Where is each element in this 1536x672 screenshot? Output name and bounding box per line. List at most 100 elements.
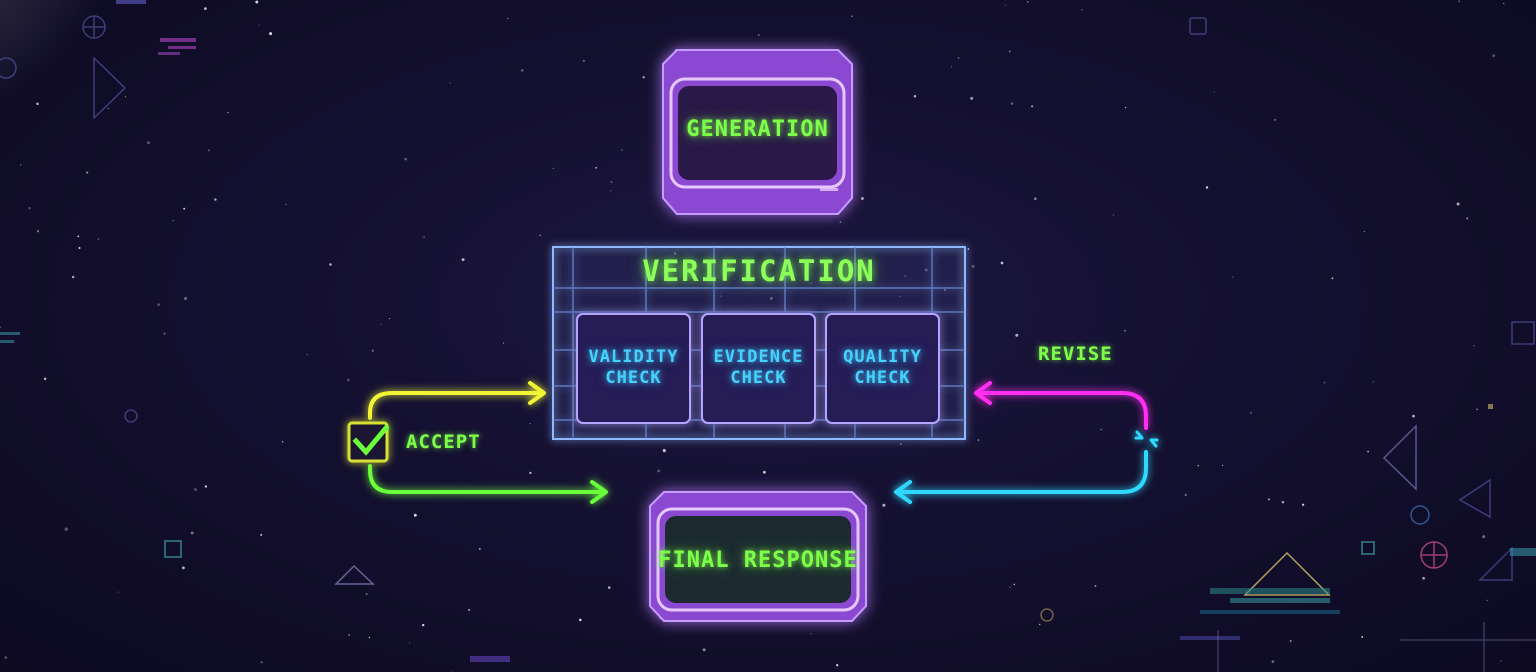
star-dot [810, 633, 812, 635]
star-dot [1422, 576, 1425, 580]
accept-check-icon [347, 421, 390, 463]
star-dot [1094, 585, 1097, 587]
star-dot [595, 166, 598, 169]
accept-arrow-bottom [368, 464, 608, 504]
star-dot [43, 377, 47, 381]
star-dot [1492, 54, 1496, 58]
star-dot [255, 0, 259, 4]
star-dot [702, 648, 706, 652]
star-dot [1482, 535, 1486, 539]
star-dot [329, 263, 332, 266]
star-dot [1081, 9, 1083, 11]
star-dot [107, 107, 109, 110]
star-dot [1274, 119, 1277, 121]
star-dot [281, 441, 284, 443]
star-dot [1009, 586, 1011, 589]
star-dot [1033, 197, 1037, 201]
star-dot [117, 591, 120, 593]
star-dot [1010, 102, 1014, 105]
star-dot [951, 66, 953, 68]
star-dot [1184, 493, 1188, 497]
validity-check-label: VALIDITY CHECK [588, 347, 679, 388]
star-dot [657, 469, 661, 473]
star-dot [194, 488, 197, 491]
star-dot [371, 349, 374, 352]
star-dot [913, 95, 917, 98]
star-dot [4, 656, 7, 659]
accept-arrow-top [368, 381, 546, 420]
star-dot [36, 102, 39, 106]
star-dot [1124, 106, 1127, 109]
star-dot [1213, 91, 1215, 93]
star-dot [1008, 50, 1011, 53]
star-dot [1205, 186, 1209, 189]
star-dot [1221, 464, 1224, 467]
star-dot [1112, 214, 1114, 216]
revise-label: REVISE [1038, 343, 1113, 365]
validity-check-box [576, 313, 691, 424]
star-dot [1000, 261, 1004, 265]
star-dot [839, 221, 841, 223]
star-dot [971, 264, 975, 268]
star-dot [1100, 428, 1102, 431]
star-dot [348, 634, 351, 636]
star-dot [1456, 202, 1460, 206]
star-dot [977, 439, 980, 441]
revise-arrow-bottom [894, 450, 1148, 504]
revise-arrow-top [974, 381, 1148, 430]
star-dot [1412, 414, 1415, 418]
star-dot [409, 642, 411, 644]
star-dot [467, 608, 471, 612]
star-dot [78, 246, 81, 250]
star-dot [1124, 329, 1126, 332]
star-dot [1027, 1, 1029, 3]
star-dot [183, 207, 186, 210]
star-dot [478, 547, 481, 551]
star-dot [757, 34, 760, 36]
star-dot [422, 623, 425, 627]
star-dot [404, 157, 407, 161]
star-dot [1367, 450, 1369, 453]
star-dot [529, 471, 532, 475]
star-dot [662, 449, 666, 453]
star-dot [423, 236, 425, 238]
revise-cycle-icon [1134, 430, 1159, 448]
star-dot [1500, 660, 1502, 662]
star-dot [71, 275, 75, 279]
star-dot [190, 531, 194, 535]
star-dot [172, 219, 174, 222]
final-response-label: FINAL RESPONSE [658, 548, 858, 573]
star-dot [539, 234, 541, 236]
star-dot [967, 248, 970, 250]
star-dot [1232, 276, 1234, 278]
star-dot [642, 76, 645, 79]
star-dot [578, 618, 582, 622]
star-dot [610, 190, 612, 192]
quality-check-label: QUALITY CHECK [843, 347, 922, 388]
star-dot [1473, 345, 1475, 347]
star-dot [388, 318, 391, 320]
star-dot [28, 207, 31, 210]
star-dot [610, 180, 613, 184]
star-dot [850, 15, 853, 18]
star-dot [620, 149, 623, 151]
star-dot [77, 235, 80, 238]
star-dot [1323, 381, 1326, 384]
star-dot [347, 378, 350, 382]
star-dot [607, 586, 611, 589]
star-dot [861, 197, 864, 200]
star-dot [124, 96, 127, 98]
star-dot [1476, 408, 1478, 411]
star-dot [1004, 4, 1006, 6]
evidence-check-box [701, 313, 816, 424]
star-dot [380, 323, 382, 326]
star-dot [163, 332, 166, 335]
star-dot [258, 24, 260, 26]
star-dot [204, 7, 207, 10]
star-dot [36, 230, 40, 233]
star-dot [503, 342, 505, 344]
star-dot [507, 17, 509, 20]
star-dot [451, 670, 453, 672]
star-dot [1249, 411, 1253, 414]
